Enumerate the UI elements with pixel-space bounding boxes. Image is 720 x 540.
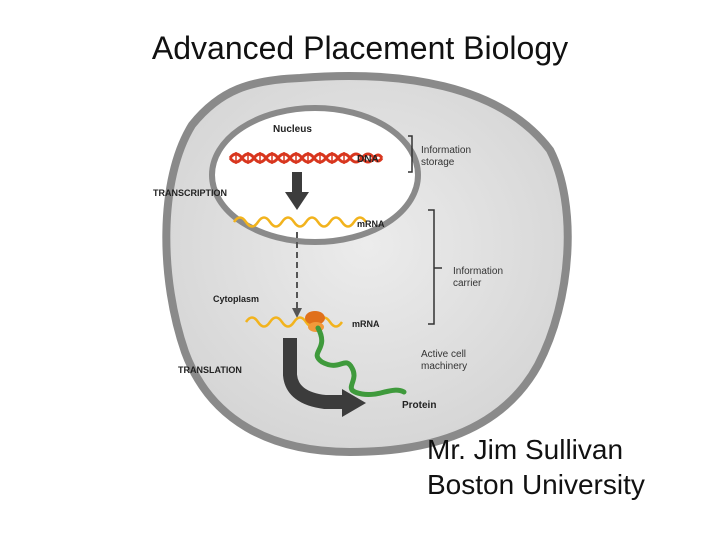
machinery-label-line2: machinery bbox=[421, 361, 467, 372]
protein-label: Protein bbox=[402, 400, 436, 411]
author-name: Mr. Jim Sullivan bbox=[427, 432, 645, 467]
info-storage-label-line2: storage bbox=[421, 157, 455, 168]
info-carrier-label-line1: Information bbox=[453, 266, 503, 277]
info-carrier-label-line2: carrier bbox=[453, 278, 482, 289]
machinery-label-line1: Active cell bbox=[421, 349, 466, 360]
transcription-label: TRANSCRIPTION bbox=[153, 188, 227, 198]
info-storage-label-line1: Information bbox=[421, 145, 471, 156]
nucleus bbox=[212, 108, 418, 242]
mrna-cytoplasm-label: mRNA bbox=[352, 319, 380, 329]
nucleus-label: Nucleus bbox=[273, 124, 312, 135]
cytoplasm-label: Cytoplasm bbox=[213, 294, 259, 304]
author-block: Mr. Jim Sullivan Boston University bbox=[427, 432, 645, 502]
mrna-nucleus-label: mRNA bbox=[357, 219, 385, 229]
dna-label: DNA bbox=[357, 154, 379, 165]
translation-label: TRANSLATION bbox=[178, 365, 242, 375]
author-affiliation: Boston University bbox=[427, 467, 645, 502]
